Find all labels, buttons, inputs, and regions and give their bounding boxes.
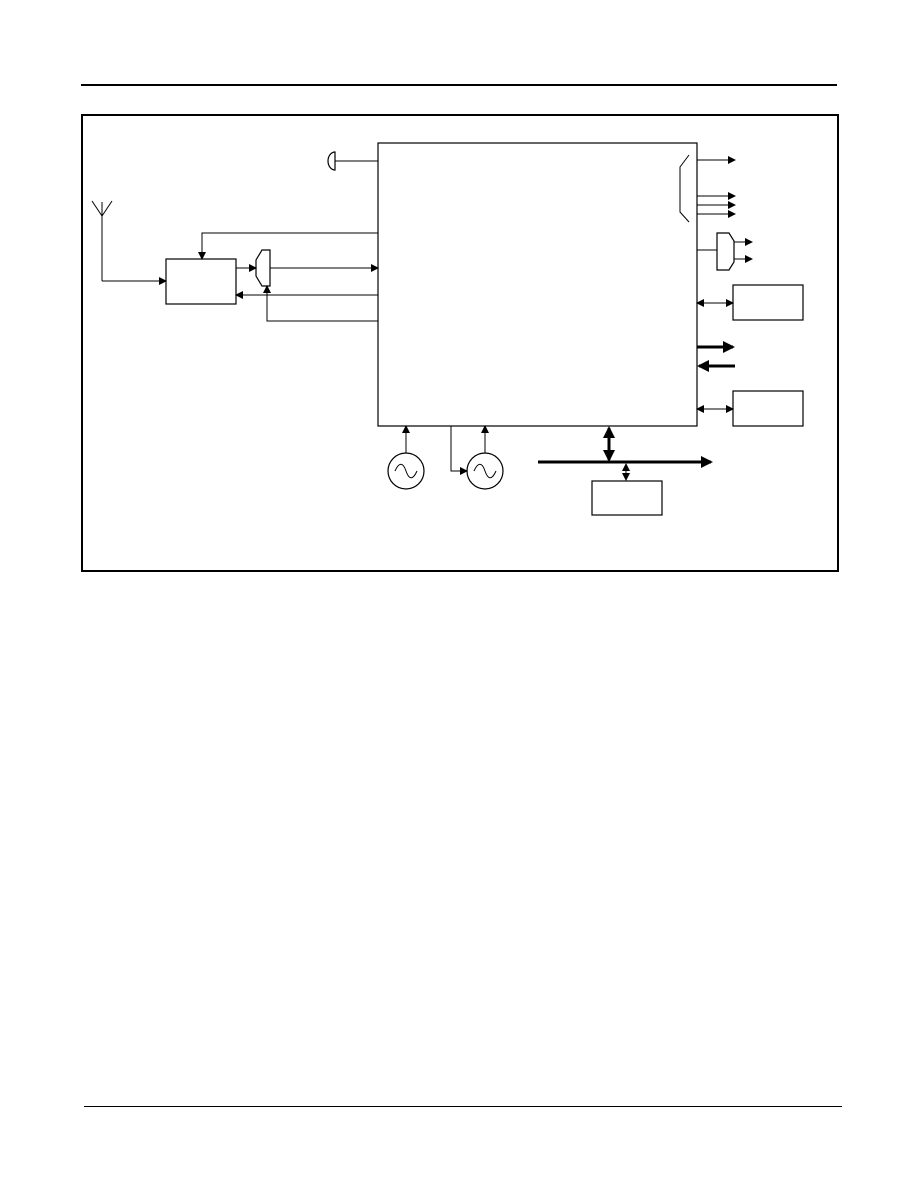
bus-device-block xyxy=(591,480,663,516)
port-bracket xyxy=(679,154,690,223)
control-line xyxy=(198,232,378,260)
mux-select-line xyxy=(263,285,378,322)
footer-rule xyxy=(84,1106,842,1107)
serial-io-arrows xyxy=(697,341,735,372)
diagram-frame xyxy=(81,114,839,572)
output-bus-arrows xyxy=(697,192,736,218)
main-controller-block xyxy=(377,142,698,427)
header-rule xyxy=(81,84,837,86)
rf-front-end-block xyxy=(165,258,237,305)
demux-symbol xyxy=(697,232,753,271)
antenna-icon xyxy=(91,200,167,285)
system-bus xyxy=(538,426,713,481)
oscillator-2-icon xyxy=(450,425,504,490)
peripheral-lower-block xyxy=(732,390,804,427)
oscillator-1-icon xyxy=(387,425,425,490)
peripheral-upper-block xyxy=(732,284,804,321)
speaker-icon xyxy=(327,151,378,171)
mux-symbol xyxy=(255,249,271,287)
